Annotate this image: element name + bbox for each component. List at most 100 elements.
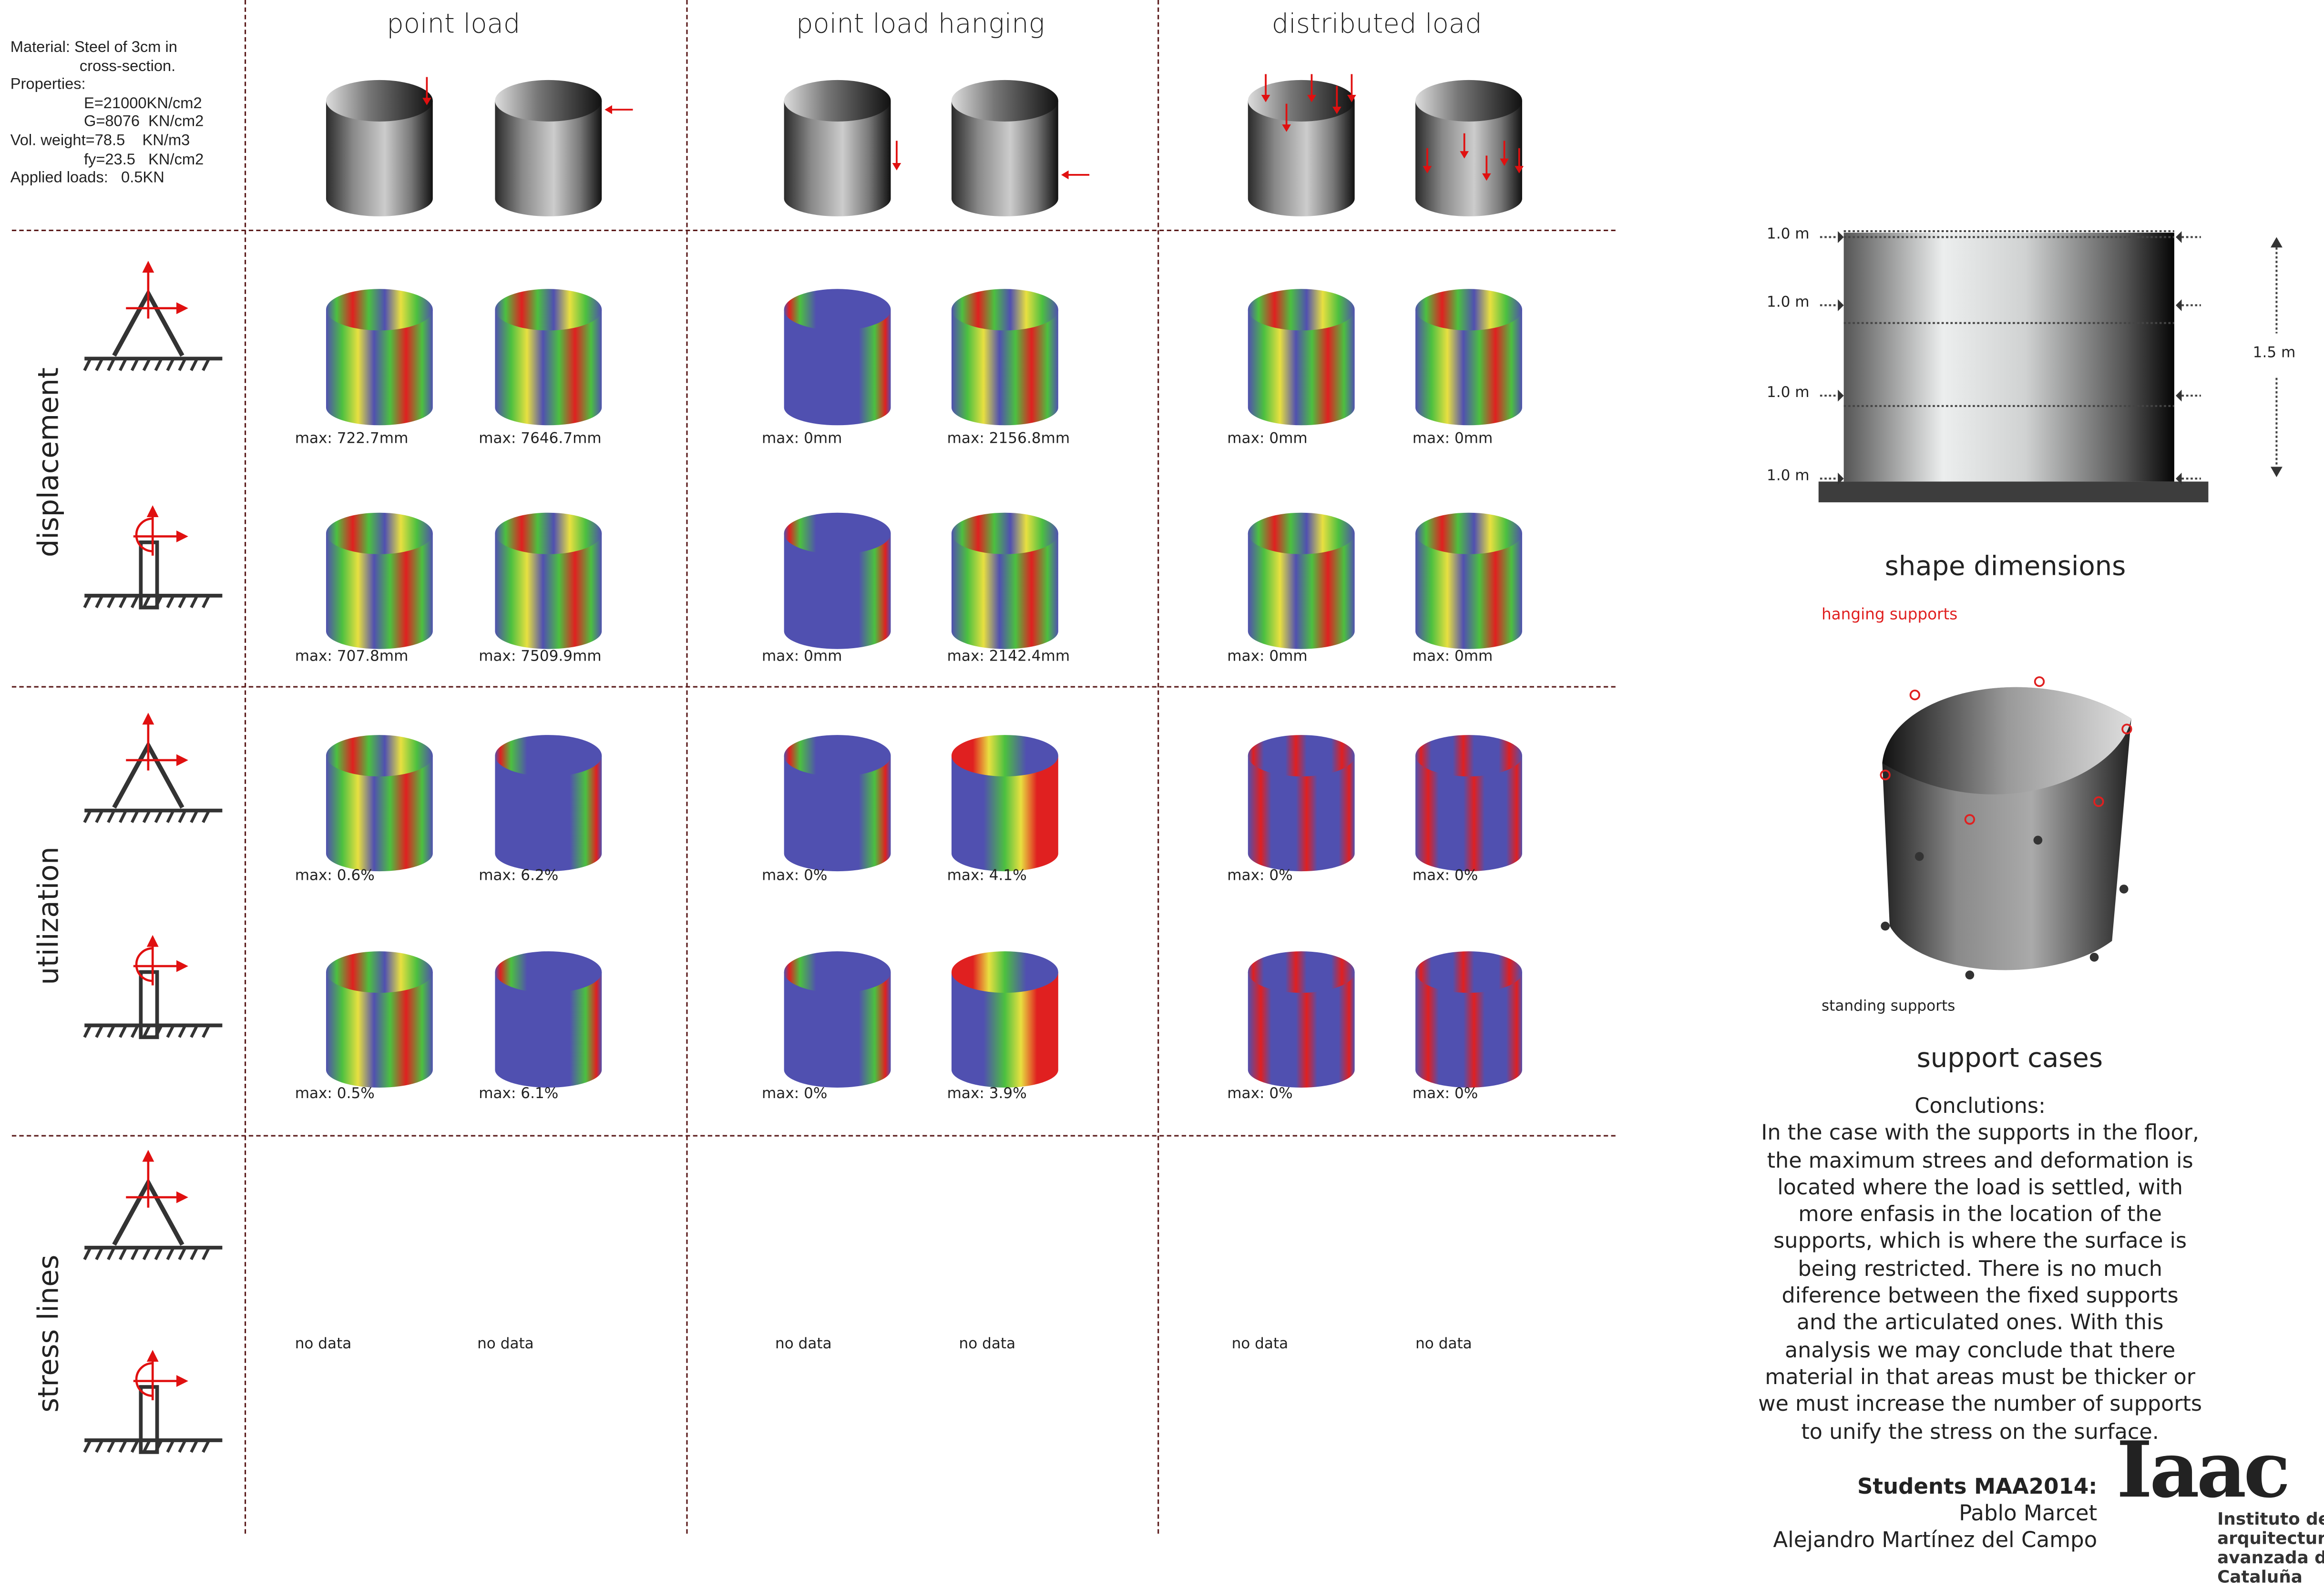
utilization-result-map <box>781 729 929 883</box>
displacement-result-map <box>781 283 929 437</box>
displacement-result-map <box>323 283 471 437</box>
max-value-label: max: 2156.8mm <box>947 431 1070 448</box>
load-case-cylinder <box>781 74 929 228</box>
no-data-label: no data <box>1415 1336 1472 1353</box>
level-label: 1.0 m <box>1766 385 1810 402</box>
max-value-label: max: 0% <box>1412 1086 1478 1103</box>
no-data-label: no data <box>959 1336 1016 1353</box>
utilization-result-map <box>1245 729 1393 883</box>
max-value-label: max: 0mm <box>1412 431 1493 448</box>
displacement-result-map <box>1413 283 1561 437</box>
utilization-result-map <box>323 729 471 883</box>
utilization-result-map <box>323 946 471 1100</box>
no-data-label: no data <box>477 1336 534 1353</box>
utilization-result-map <box>949 946 1097 1100</box>
material-properties: Material: Steel of 3cm in cross-section.… <box>10 39 204 188</box>
row-label-displacement: displacement <box>32 367 65 558</box>
load-case-cylinder <box>949 74 1097 228</box>
max-value-label: max: 2142.4mm <box>947 649 1070 665</box>
max-value-label: max: 707.8mm <box>295 649 409 665</box>
displacement-result-map <box>492 507 640 661</box>
column-header-distributed-load: distributed load <box>1271 9 1482 40</box>
max-value-label: max: 0mm <box>762 431 842 448</box>
max-value-label: max: 0mm <box>1227 431 1308 448</box>
max-value-label: max: 0% <box>1227 868 1293 885</box>
grid-divider <box>1157 0 1159 1534</box>
fixed-support-icon <box>82 1334 230 1473</box>
utilization-result-map <box>781 946 929 1100</box>
student-name: Pablo Marcet <box>1959 1502 2098 1527</box>
fixed-support-icon <box>82 489 230 628</box>
standing-supports-label: standing supports <box>1821 998 1955 1015</box>
utilization-result-map <box>1413 729 1561 883</box>
conclusion-line: diference between the fixed supports <box>1781 1284 2179 1309</box>
shape-dimensions-drawing <box>1818 230 2283 502</box>
material-line: G=8076 KN/cm2 <box>10 113 204 131</box>
row-label-utilization: utilization <box>32 846 65 985</box>
max-value-label: max: 0.5% <box>295 1086 375 1103</box>
shape-dimensions-title: shape dimensions <box>1884 551 2126 582</box>
conclusion-line: more enfasis in the location of the <box>1798 1203 2162 1227</box>
fixed-support-icon <box>82 919 230 1058</box>
conclusions: Conclutions: In the case with the suppor… <box>1699 1093 2262 1446</box>
max-value-label: max: 6.2% <box>479 868 559 885</box>
conclusion-line: analysis we may conclude that there <box>1784 1339 2176 1363</box>
no-data-label: no data <box>775 1336 832 1353</box>
max-value-label: max: 0mm <box>1412 649 1493 665</box>
grid-divider <box>11 229 1616 232</box>
height-label: 1.5 m <box>2252 345 2296 362</box>
student-name: Alejandro Martínez del Campo <box>1773 1529 2098 1553</box>
logo-text: arquitectura <box>2217 1528 2324 1548</box>
grid-divider <box>244 0 246 1534</box>
max-value-label: max: 7509.9mm <box>479 649 602 665</box>
credits: Students MAA2014: Pablo Marcet Alejandro… <box>1773 1474 2097 1554</box>
column-header-point-load-hanging: point load hanging <box>796 9 1045 40</box>
max-value-label: max: 722.7mm <box>295 431 409 448</box>
material-line: Material: Steel of 3cm in <box>10 38 177 57</box>
displacement-result-map <box>1413 507 1561 661</box>
load-case-cylinder <box>323 74 471 228</box>
max-value-label: max: 4.1% <box>947 868 1027 885</box>
pinned-support-icon <box>82 1141 230 1280</box>
level-label: 1.0 m <box>1766 226 1810 243</box>
no-data-label: no data <box>1231 1336 1289 1353</box>
displacement-result-map <box>781 507 929 661</box>
max-value-label: max: 0% <box>762 1086 828 1103</box>
conclusion-line: located where the load is settled, with <box>1777 1176 2183 1200</box>
max-value-label: max: 3.9% <box>947 1086 1027 1103</box>
displacement-result-map <box>949 507 1097 661</box>
grid-divider <box>686 0 688 1534</box>
level-label: 1.0 m <box>1766 295 1810 311</box>
pinned-support-icon <box>82 704 230 843</box>
max-value-label: max: 6.1% <box>479 1086 559 1103</box>
utilization-result-map <box>1245 946 1393 1100</box>
conclusion-line: being restricted. There is no much <box>1798 1257 2162 1282</box>
material-line: Applied loads: 0.5KN <box>10 169 164 187</box>
column-header-point-load: point load <box>387 9 521 40</box>
pinned-support-icon <box>82 252 230 391</box>
hanging-supports-label: hanging supports <box>1821 606 1958 624</box>
utilization-result-map <box>492 729 640 883</box>
grid-divider <box>11 1135 1616 1137</box>
conclusion-line: material in that areas must be thicker o… <box>1765 1366 2196 1390</box>
logo-text: Cataluña <box>2217 1566 2303 1587</box>
max-value-label: max: 0mm <box>1227 649 1308 665</box>
grid-divider <box>11 686 1616 688</box>
displacement-result-map <box>949 283 1097 437</box>
material-line: Properties: <box>10 76 86 94</box>
logo-mark: Iaac <box>2116 1425 2291 1516</box>
conclusion-line: In the case with the supports in the flo… <box>1761 1122 2199 1146</box>
max-value-label: max: 0mm <box>762 649 842 665</box>
utilization-result-map <box>492 946 640 1100</box>
conclusions-title: Conclutions: <box>1914 1095 2046 1119</box>
support-cases-title: support cases <box>1916 1043 2103 1075</box>
max-value-label: max: 0% <box>762 868 828 885</box>
conclusion-line: the maximum strees and deformation is <box>1767 1149 2193 1173</box>
no-data-label: no data <box>295 1336 352 1353</box>
iaac-logo: Iaac Instituto de arquitectura avanzada … <box>2116 1425 2324 1586</box>
row-label-stress-lines: stress lines <box>32 1254 65 1413</box>
max-value-label: max: 7646.7mm <box>479 431 602 448</box>
level-label: 1.0 m <box>1766 468 1810 485</box>
material-line: fy=23.5 KN/cm2 <box>10 150 204 169</box>
